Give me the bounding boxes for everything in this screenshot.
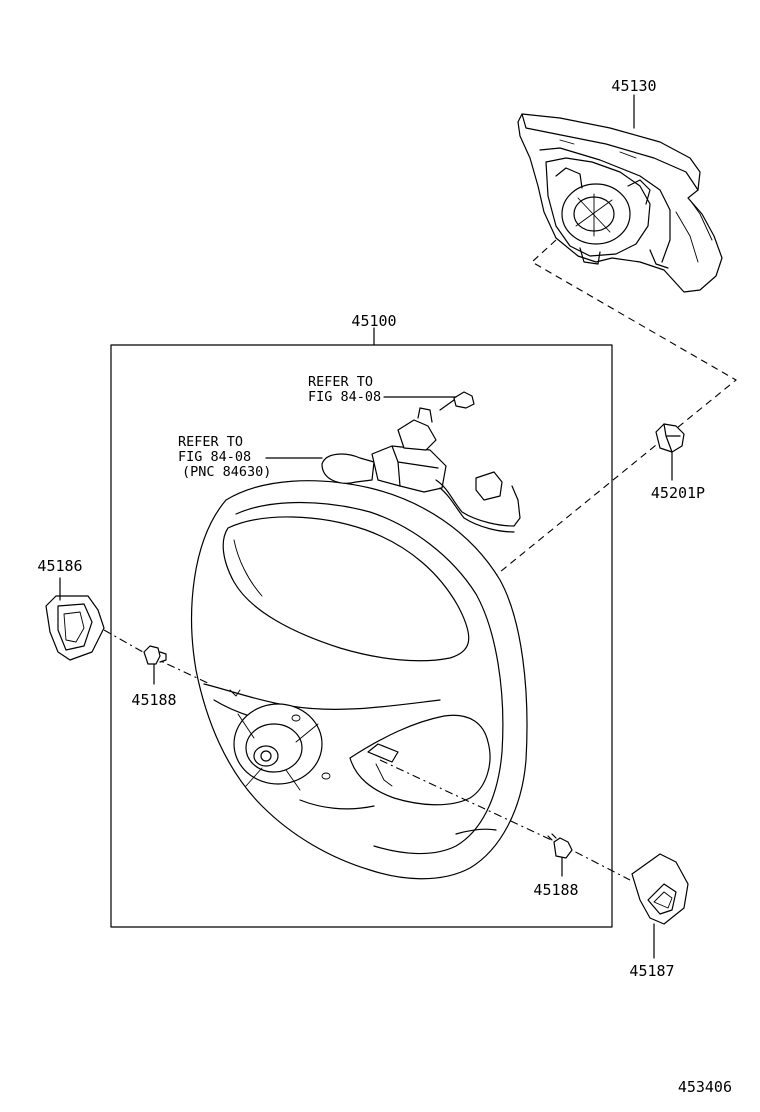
wheel-assembly-box (110, 344, 613, 928)
part-label-45130: 45130 (611, 77, 656, 95)
steering-wheel-part[interactable] (191, 480, 528, 880)
part-label-45186: 45186 (37, 557, 82, 575)
alignment-line-pad (467, 239, 737, 599)
right-cover-part[interactable] (631, 853, 689, 925)
cruise-switch-assembly[interactable] (321, 391, 521, 533)
ref-lower-line1: REFER TO (178, 434, 243, 450)
part-label-45187: 45187 (629, 962, 674, 980)
part-label-45100: 45100 (351, 312, 396, 330)
diagram-id: 453406 (678, 1078, 732, 1096)
ref-lower-line2: FIG 84-08 (178, 449, 251, 465)
left-cover-part[interactable] (45, 595, 105, 661)
left-screw-part[interactable] (143, 645, 167, 665)
part-label-45188-right: 45188 (533, 881, 578, 899)
ref-upper-line2: FIG 84-08 (308, 389, 381, 405)
ref-upper-line1: REFER TO (308, 374, 373, 390)
alignment-line-left (103, 629, 211, 685)
ref-lower-line3: (PNC 84630) (182, 464, 271, 480)
horn-pad-part[interactable] (517, 113, 723, 293)
right-screw-part[interactable] (547, 833, 573, 859)
part-label-45188-left: 45188 (131, 691, 176, 709)
nut-part[interactable] (655, 423, 685, 453)
part-label-45201P: 45201P (651, 484, 705, 502)
